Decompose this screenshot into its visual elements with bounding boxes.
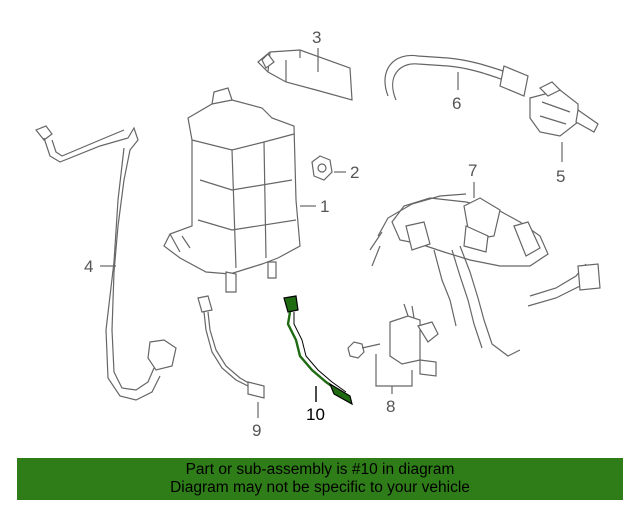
part-2-nut <box>311 155 333 181</box>
part-5-valve <box>529 81 599 137</box>
part-8-sensor-bolt <box>347 303 439 377</box>
callout-7: 7 <box>468 161 477 180</box>
part-10-sensor <box>283 295 353 406</box>
leader-8 <box>375 354 413 394</box>
part-6-hose <box>384 54 529 101</box>
callout-6: 6 <box>452 94 461 113</box>
callout-9: 9 <box>252 421 261 440</box>
callout-10: 10 <box>306 405 325 424</box>
callout-2: 2 <box>350 163 359 182</box>
callout-4: 4 <box>84 257 93 276</box>
banner-line-2: Diagram may not be specific to your vehi… <box>170 479 470 496</box>
part-3-bracket <box>257 49 353 101</box>
parts-diagram: 3 6 5 2 1 4 7 9 10 8 <box>35 28 601 440</box>
part-1-canister <box>163 87 301 293</box>
part-9-sensor <box>197 295 265 399</box>
callout-5: 5 <box>556 167 565 186</box>
callout-8: 8 <box>386 397 395 416</box>
callout-3: 3 <box>312 28 321 47</box>
callout-1: 1 <box>320 197 329 216</box>
part-4-tube <box>35 125 177 401</box>
info-banner: Part or sub-assembly is #10 in diagram D… <box>17 458 623 500</box>
part-7-harness <box>369 193 601 357</box>
banner-line-1: Part or sub-assembly is #10 in diagram <box>185 461 455 478</box>
